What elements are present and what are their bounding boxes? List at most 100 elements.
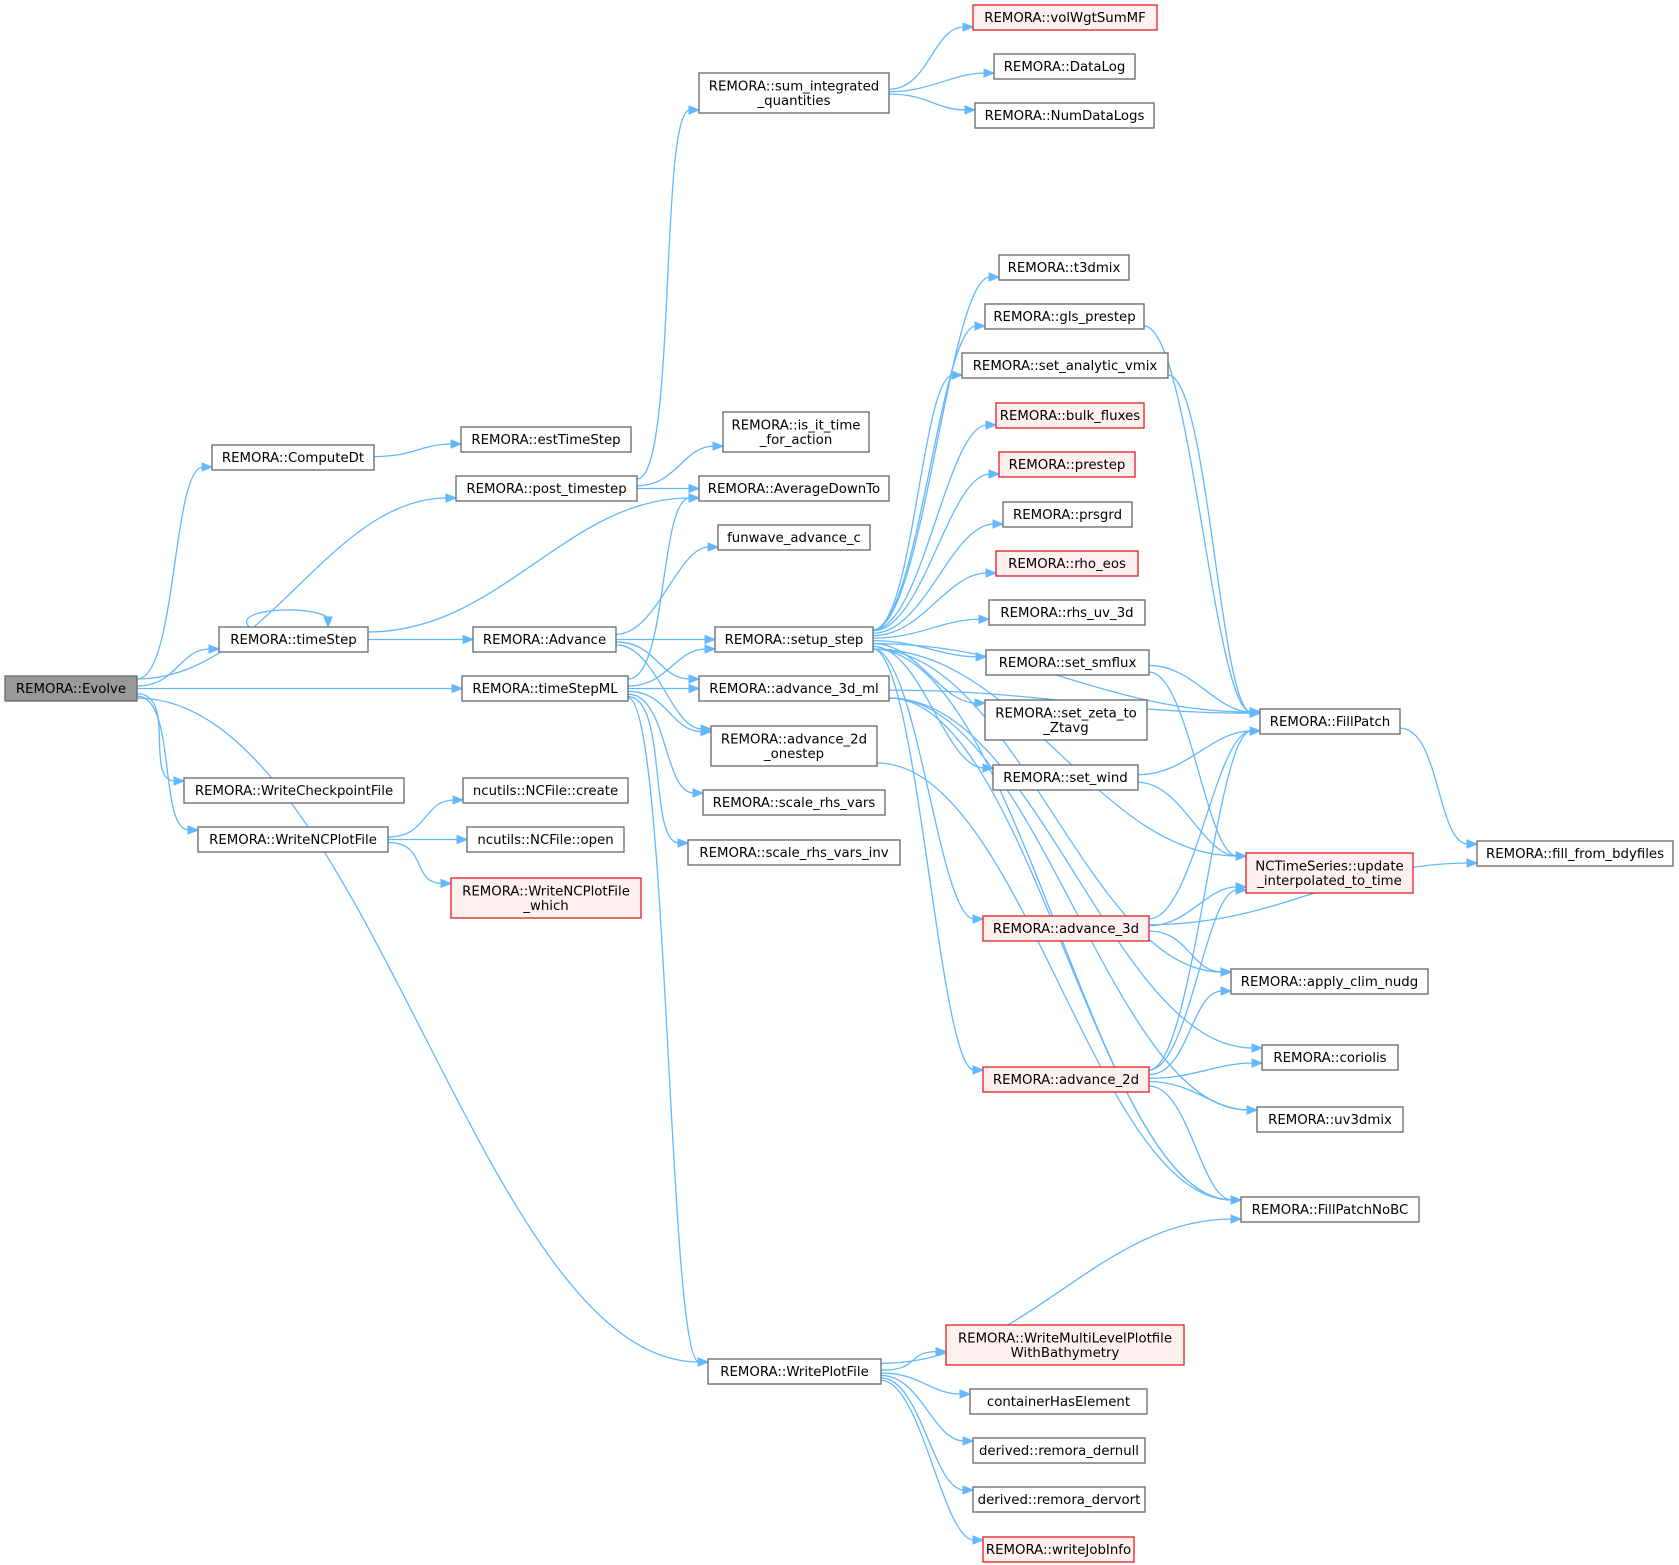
node-writecheckpoint[interactable]: REMORA::WriteCheckpointFile — [183, 777, 405, 804]
node-esttimestep[interactable]: REMORA::estTimeStep — [460, 426, 632, 453]
node-label: REMORA::WriteCheckpointFile — [195, 784, 393, 799]
edge-advance_3d-to-apply_clim_nudg — [1148, 930, 1223, 973]
edge-timestepml-to-advance_2d_onestep — [627, 690, 703, 733]
node-scale-rhs-vars[interactable]: REMORA::scale_rhs_vars — [702, 789, 886, 816]
node-set-wind[interactable]: REMORA::set_wind — [992, 764, 1139, 791]
node-t3dmix[interactable]: REMORA::t3dmix — [998, 254, 1130, 281]
node-label: REMORA::advance_3d_ml — [709, 682, 878, 697]
node-box — [698, 675, 890, 702]
node-is-it-time[interactable]: REMORA::is_it_time_for_action — [722, 411, 870, 453]
node-funwave[interactable]: funwave_advance_c — [717, 524, 871, 551]
node-writemultilevel[interactable]: REMORA::WriteMultiLevelPlotfileWithBathy… — [945, 1324, 1185, 1366]
node-box — [461, 675, 629, 702]
node-label: REMORA::t3dmix — [1008, 261, 1121, 276]
node-computedt[interactable]: REMORA::ComputeDt — [211, 444, 375, 471]
node-writencplotfile-which[interactable]: REMORA::WriteNCPlotFile_which — [450, 877, 642, 919]
edge-evolve-to-writencplotfile — [136, 695, 190, 831]
node-label: REMORA::WriteNCPlotFile — [462, 884, 630, 899]
edge-sum_integrated-to-numdatalogs — [888, 93, 967, 111]
node-nc-create[interactable]: ncutils::NCFile::create — [462, 777, 629, 804]
node-box — [995, 550, 1139, 577]
node-fillpatchnobc[interactable]: REMORA::FillPatchNoBC — [1240, 1196, 1420, 1223]
arrowhead-setup_step-to-set_analytic_vmix — [951, 370, 964, 380]
edge-setup_step-to-set_smflux — [872, 640, 978, 658]
edge-evolve-to-post_timestep — [136, 497, 448, 680]
node-rho-eos[interactable]: REMORA::rho_eos — [995, 550, 1139, 577]
node-apply-clim-nudg[interactable]: REMORA::apply_clim_nudg — [1230, 968, 1429, 995]
node-uv3dmix[interactable]: REMORA::uv3dmix — [1256, 1106, 1404, 1133]
edge-advance_2d-to-nctimeseries — [1148, 889, 1238, 1071]
node-advance-2d-onestep[interactable]: REMORA::advance_2d_onestep — [710, 725, 878, 767]
node-rhs-uv-3d[interactable]: REMORA::rhs_uv_3d — [988, 599, 1146, 626]
node-label: REMORA::WritePlotFile — [720, 1365, 869, 1380]
edge-timestep-to-averagedownto — [367, 497, 691, 633]
edge-writeplotfile-to-remora_dervort — [880, 1377, 965, 1491]
node-label: REMORA::DataLog — [1004, 60, 1126, 75]
node-writejobinfo[interactable]: REMORA::writeJobInfo — [982, 1536, 1135, 1563]
node-label: REMORA::set_smflux — [999, 656, 1137, 671]
node-label: REMORA::volWgtSumMF — [984, 11, 1146, 26]
node-box — [1259, 708, 1401, 735]
node-scale-rhs-vars-inv[interactable]: REMORA::scale_rhs_vars_inv — [687, 839, 901, 866]
node-box — [707, 1358, 882, 1385]
node-label: REMORA::scale_rhs_vars — [713, 796, 876, 811]
node-sum-integrated[interactable]: REMORA::sum_integrated_quantities — [698, 72, 890, 114]
node-remora-dervort[interactable]: derived::remora_dervort — [972, 1486, 1146, 1513]
arrowhead-post_timestep-to-is_it_time — [712, 441, 725, 451]
edge-sum_integrated-to-datalog — [888, 72, 986, 93]
node-prestep[interactable]: REMORA::prestep — [998, 451, 1136, 478]
arrowhead-advance_2d-to-fillpatch — [1249, 726, 1262, 736]
arrowhead-evolve-to-timestep — [208, 644, 221, 654]
node-remora-dernull[interactable]: derived::remora_dernull — [972, 1437, 1146, 1464]
arrowhead-timestepml-to-scale_rhs_vars — [692, 788, 705, 798]
node-box — [455, 475, 638, 502]
node-coriolis[interactable]: REMORA::coriolis — [1261, 1044, 1399, 1071]
arrowhead-setup_step-to-gls_prestep — [974, 321, 987, 331]
node-set-zeta[interactable]: REMORA::set_zeta_to_Ztavg — [984, 699, 1148, 741]
node-numdatalogs[interactable]: REMORA::NumDataLogs — [974, 102, 1155, 129]
arrowhead-writeplotfile-to-containerhaselement — [959, 1389, 972, 1399]
edge-evolve-to-timestep — [136, 648, 211, 687]
node-nc-open[interactable]: ncutils::NCFile::open — [466, 826, 625, 853]
node-gls-prestep[interactable]: REMORA::gls_prestep — [984, 303, 1145, 330]
node-containerhaselement[interactable]: containerHasElement — [969, 1388, 1148, 1415]
node-datalog[interactable]: REMORA::DataLog — [993, 53, 1136, 80]
node-writeplotfile[interactable]: REMORA::WritePlotFile — [707, 1358, 882, 1385]
node-timestepml[interactable]: REMORA::timeStepML — [461, 675, 629, 702]
node-setup-step[interactable]: REMORA::setup_step — [714, 626, 874, 653]
node-advance-3d-ml[interactable]: REMORA::advance_3d_ml — [698, 675, 890, 702]
node-writencplotfile[interactable]: REMORA::WriteNCPlotFile — [197, 826, 389, 853]
node-timestep[interactable]: REMORA::timeStep — [218, 626, 369, 653]
node-box — [945, 1324, 1185, 1366]
arrowhead-advance_2d-to-apply_clim_nudg — [1220, 986, 1233, 996]
node-box — [466, 826, 625, 853]
node-set-smflux[interactable]: REMORA::set_smflux — [985, 649, 1150, 676]
node-label: REMORA::gls_prestep — [993, 310, 1135, 325]
arrowhead-writeplotfile-to-remora_dernull — [962, 1436, 975, 1446]
node-advance[interactable]: REMORA::Advance — [472, 626, 617, 653]
edge-setup_step-to-nctimeseries — [872, 648, 1238, 857]
edge-advance_3d_ml-to-uv3dmix — [888, 697, 1249, 1111]
node-averagedownto[interactable]: REMORA::AverageDownTo — [698, 475, 890, 502]
node-set-analytic-vmix[interactable]: REMORA::set_analytic_vmix — [961, 352, 1169, 379]
node-volwgtsummf[interactable]: REMORA::volWgtSumMF — [972, 4, 1158, 31]
node-advance-3d[interactable]: REMORA::advance_3d — [982, 915, 1150, 942]
node-nctimeseries[interactable]: NCTimeSeries::update_interpolated_to_tim… — [1245, 852, 1414, 894]
arrowhead-writeplotfile-to-remora_dervort — [962, 1485, 975, 1495]
node-advance-2d[interactable]: REMORA::advance_2d — [982, 1066, 1150, 1093]
node-prsgrd[interactable]: REMORA::prsgrd — [1002, 501, 1133, 528]
node-label: ncutils::NCFile::create — [473, 784, 618, 799]
node-label: REMORA::rhs_uv_3d — [1000, 606, 1133, 621]
arrowhead-timestepml-to-writeplotfile — [697, 1357, 710, 1367]
arrowhead-advance_2d-to-nctimeseries — [1235, 885, 1248, 895]
node-label: REMORA::set_wind — [1003, 771, 1128, 786]
node-evolve[interactable]: REMORA::Evolve — [4, 675, 138, 702]
node-fill-from-bdyfiles[interactable]: REMORA::fill_from_bdyfiles — [1476, 840, 1674, 867]
node-fillpatch[interactable]: REMORA::FillPatch — [1259, 708, 1401, 735]
node-box — [984, 699, 1148, 741]
node-post-timestep[interactable]: REMORA::post_timestep — [455, 475, 638, 502]
node-label: REMORA::set_zeta_to — [995, 706, 1137, 721]
node-bulk-fluxes[interactable]: REMORA::bulk_fluxes — [995, 402, 1145, 429]
node-box — [698, 475, 890, 502]
edge-timestepml-to-averagedownto — [627, 497, 691, 680]
